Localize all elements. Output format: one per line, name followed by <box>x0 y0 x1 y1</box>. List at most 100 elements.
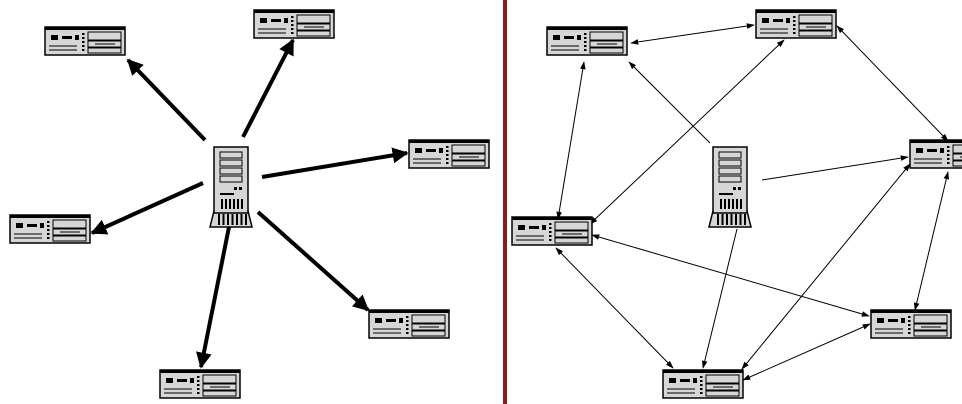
desktop-vent <box>584 33 587 35</box>
desktop-vent <box>700 380 703 382</box>
desktop-vent <box>549 227 552 229</box>
desktop-vent <box>700 384 703 386</box>
desktop-drive-bay <box>952 153 962 161</box>
desktop-vent <box>82 33 85 35</box>
server-light <box>733 187 736 190</box>
desktop-vent <box>197 376 200 378</box>
desktop-top-edge <box>160 370 240 373</box>
pc-bottom-desktop-icon <box>662 369 744 399</box>
desktop-button <box>40 223 44 228</box>
server-vent <box>222 214 225 225</box>
desktop-top-edge <box>45 27 125 30</box>
desktop-power-light <box>762 18 769 23</box>
pc-right-desktop-icon <box>408 139 490 169</box>
server-drive-bay <box>718 175 742 183</box>
desktop-vent <box>82 49 85 51</box>
desktop-power-light <box>51 35 58 40</box>
desktop-top-edge <box>910 140 962 143</box>
desktop-vent <box>291 32 294 34</box>
server-vent <box>218 214 220 225</box>
desktop-vent <box>82 45 85 47</box>
desktop-vent <box>406 324 409 326</box>
desktop-power-light <box>518 225 525 230</box>
desktop-vent <box>197 380 200 382</box>
peer-link-pc-top-left-pc-left <box>556 61 586 220</box>
desktop-label-strip <box>27 224 37 227</box>
desktop-vent <box>197 388 200 390</box>
desktop-drive-bay <box>952 160 962 167</box>
desktop-drive-bay <box>202 374 237 384</box>
pc-left-desktop-icon <box>511 216 593 246</box>
server-link-pc-top-center <box>241 38 295 138</box>
desktop-vent <box>47 221 50 223</box>
desktop-top-edge <box>409 140 489 143</box>
server-tower-icon <box>708 146 752 228</box>
desktop-vent <box>793 32 796 34</box>
desktop-label-strip <box>564 36 574 39</box>
server-drive-bay <box>718 167 742 175</box>
desktop-vent <box>406 328 409 330</box>
desktop-button <box>399 318 403 323</box>
desktop-vent <box>549 231 552 233</box>
desktop-power-light <box>916 148 923 153</box>
desktop-top-edge <box>756 10 836 13</box>
desktop-drive-bay <box>411 330 446 337</box>
desktop-vent <box>700 388 703 390</box>
server-vent <box>237 199 239 209</box>
desktop-vent <box>47 225 50 227</box>
desktop-button <box>786 18 790 23</box>
desktop-top-edge <box>10 215 90 218</box>
desktop-vent <box>947 158 950 160</box>
server-vent <box>721 214 724 225</box>
server-vent <box>240 214 243 225</box>
desktop-vent <box>549 235 552 237</box>
desktop-drive-bay <box>296 14 331 24</box>
desktop-button <box>75 35 79 40</box>
desktop-vent <box>291 16 294 18</box>
server-label-strip <box>220 193 234 195</box>
server-light <box>234 187 237 190</box>
pc-top-left-desktop-icon <box>546 26 628 56</box>
desktop-vent <box>793 16 796 18</box>
desktop-vent <box>908 316 911 318</box>
pc-top-left-desktop-icon <box>44 26 126 56</box>
desktop-vent <box>47 237 50 239</box>
server-vent <box>720 199 722 209</box>
server-vent <box>724 199 726 209</box>
desktop-drive-bay <box>705 374 740 384</box>
desktop-vent <box>406 316 409 318</box>
server-link-pc-left <box>90 181 204 235</box>
desktop-label-strip <box>888 319 898 322</box>
desktop-vent <box>584 41 587 43</box>
desktop-label-strip <box>62 36 72 39</box>
desktop-drive-bay <box>296 30 331 37</box>
desktop-top-edge <box>512 217 592 220</box>
desktop-vent <box>82 41 85 43</box>
server-vent <box>245 214 247 225</box>
desktop-vent <box>446 150 449 152</box>
server-light <box>738 187 741 190</box>
server-label-strip <box>719 193 733 195</box>
desktop-vent <box>908 328 911 330</box>
desktop-drive-bay <box>87 47 122 54</box>
server-drive-bay <box>718 151 742 159</box>
desktop-drive-bay <box>705 390 740 397</box>
desktop-vent <box>197 384 200 386</box>
desktop-drive-bay <box>798 14 833 24</box>
pc-top-center-desktop-icon <box>755 9 837 39</box>
desktop-vent <box>446 154 449 156</box>
desktop-power-light <box>877 318 884 323</box>
desktop-vent <box>700 376 703 378</box>
server-vent <box>229 199 231 209</box>
server-drive-bay <box>219 167 243 175</box>
desktop-vent <box>47 229 50 231</box>
desktop-vent <box>446 146 449 148</box>
server-vent <box>739 214 742 225</box>
server-vent <box>227 214 229 225</box>
desktop-drive-bay <box>411 314 446 324</box>
server-drive-bay <box>718 159 742 167</box>
desktop-vent <box>793 24 796 26</box>
desktop-vent <box>947 162 950 164</box>
server-tower-icon <box>209 146 253 228</box>
